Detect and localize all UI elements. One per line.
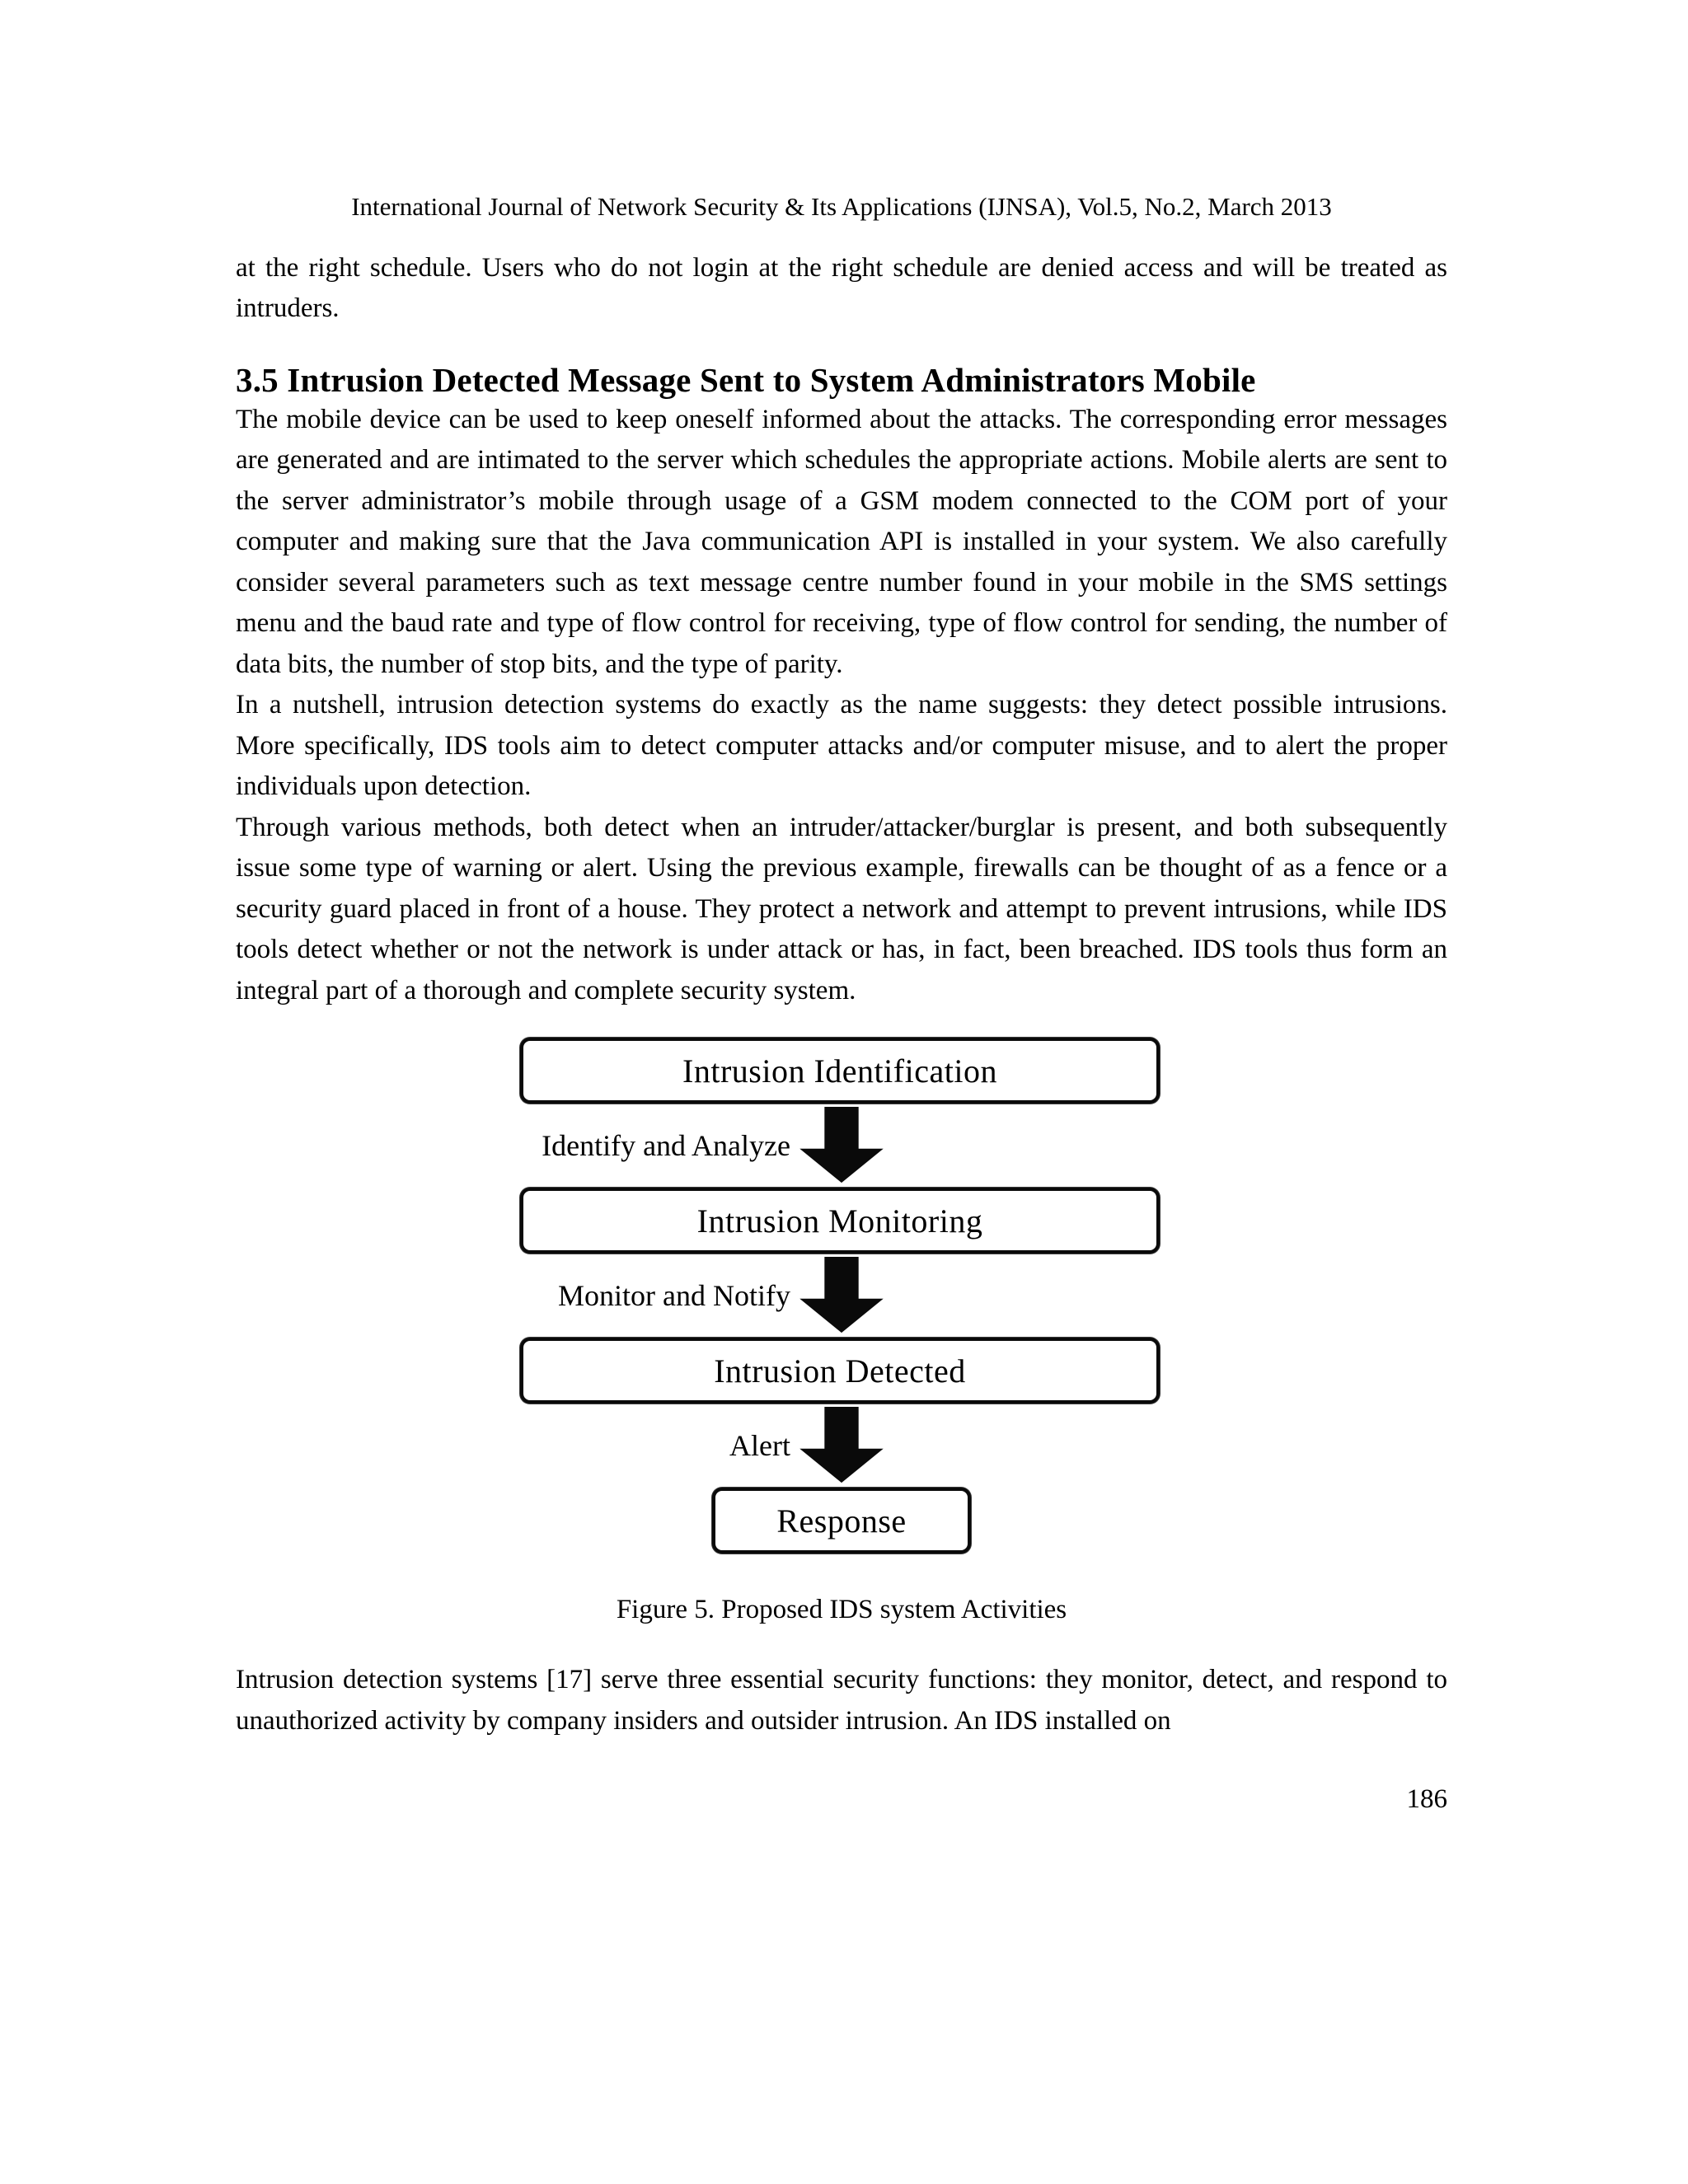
arrow-label-monitor-notify: Monitor and Notify xyxy=(558,1279,790,1313)
down-arrow-icon xyxy=(799,1257,884,1333)
section-heading: 3.5 Intrusion Detected Message Sent to S… xyxy=(236,360,1256,399)
flow-box-intrusion-detected: Intrusion Detected xyxy=(520,1338,1160,1404)
down-arrow-icon xyxy=(799,1407,884,1483)
journal-header: International Journal of Network Securit… xyxy=(351,192,1332,221)
flow-step-alert: Alert xyxy=(520,1404,1163,1488)
flow-box-intrusion-monitoring: Intrusion Monitoring xyxy=(520,1188,1160,1254)
flow-box-intrusion-identification: Intrusion Identification xyxy=(520,1038,1160,1104)
paragraph-methods: Through various methods, both detect whe… xyxy=(236,812,1447,1005)
paragraph-ids-functions: Intrusion detection systems [17] serve t… xyxy=(236,1665,1447,1736)
figure-caption: Figure 5. Proposed IDS system Activities xyxy=(616,1595,1067,1625)
paragraph-intro: at the right schedule. Users who do not … xyxy=(236,252,1447,324)
flow-step-monitor-notify: Monitor and Notify xyxy=(520,1254,1163,1338)
flowchart-figure: Intrusion Identification Identify and An… xyxy=(520,1038,1163,1554)
page-number: 186 xyxy=(1406,1784,1448,1815)
paragraph-mobile-device: The mobile device can be used to keep on… xyxy=(236,404,1447,679)
flow-box-response: Response xyxy=(712,1488,971,1554)
arrow-label-alert: Alert xyxy=(729,1429,790,1463)
arrow-label-identify-analyze: Identify and Analyze xyxy=(542,1129,790,1163)
paragraph-nutshell: In a nutshell, intrusion detection syste… xyxy=(236,690,1447,802)
down-arrow-icon xyxy=(799,1107,884,1183)
flow-step-identify-analyze: Identify and Analyze xyxy=(520,1104,1163,1188)
